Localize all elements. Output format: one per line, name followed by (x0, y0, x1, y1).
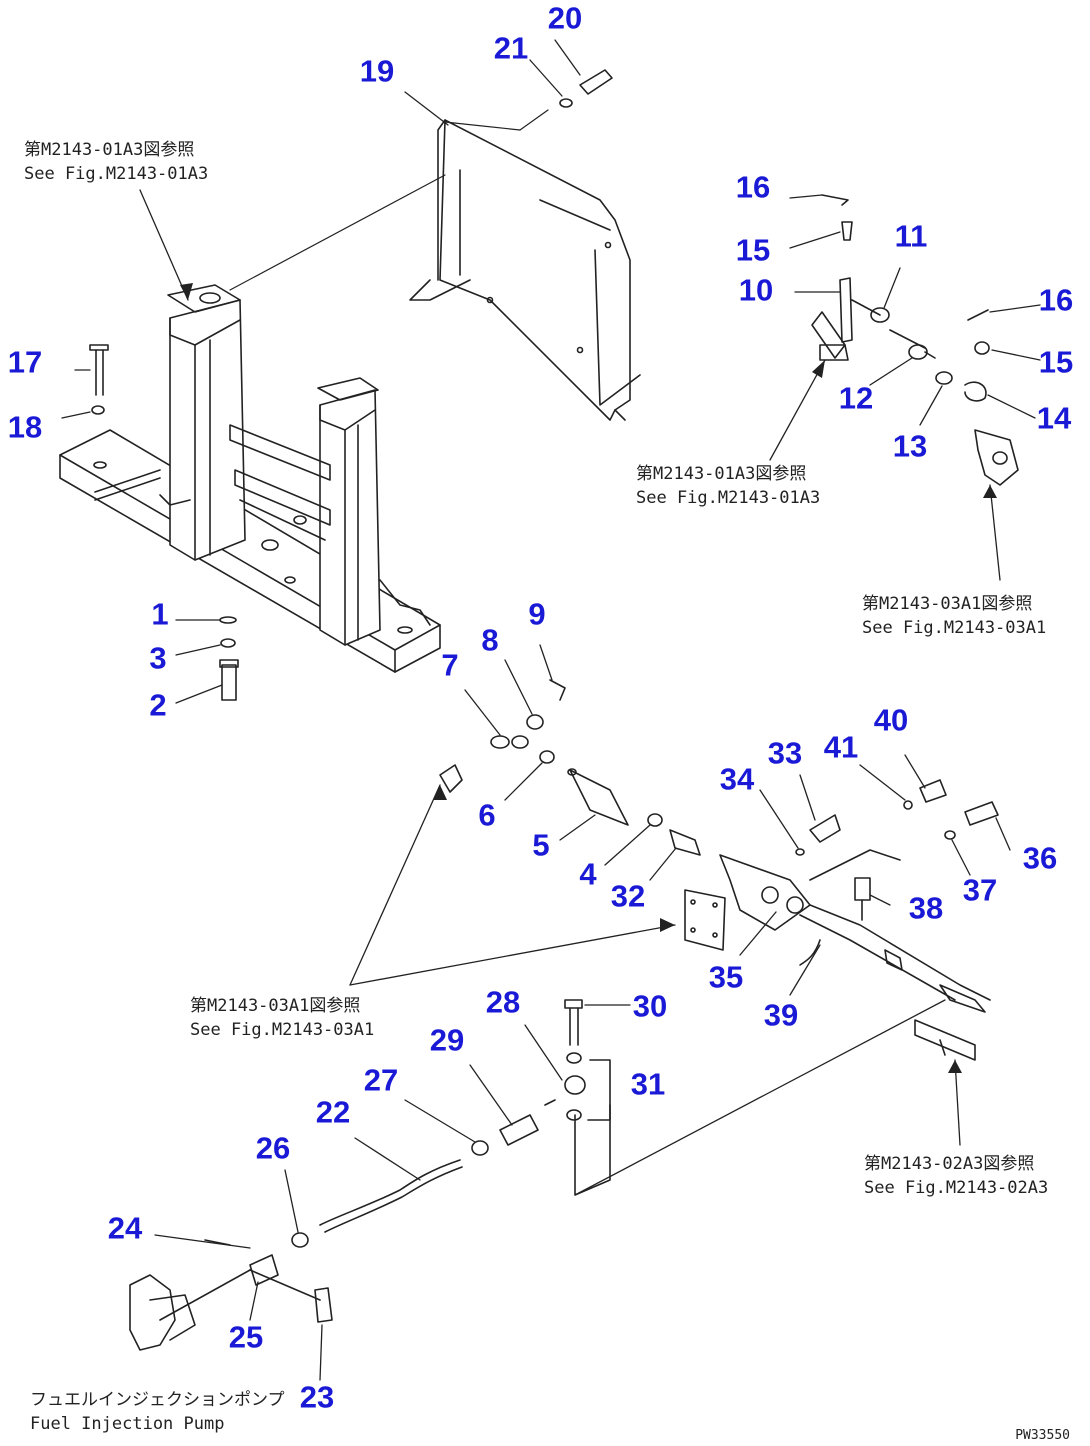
callout-33: 33 (767, 735, 803, 771)
callout-9: 9 (528, 596, 546, 632)
callout-26: 26 (255, 1130, 291, 1166)
callout-24: 24 (107, 1210, 143, 1246)
callout-4: 4 (579, 856, 597, 892)
bolt-2 (219, 616, 239, 701)
callout-6: 6 (478, 797, 496, 833)
callout-41: 41 (823, 729, 859, 765)
callout-21: 21 (493, 30, 529, 66)
callout-7: 7 (441, 647, 459, 683)
lower-rod-assembly (129, 999, 611, 1351)
callout-8: 8 (481, 622, 499, 658)
cover-plate (229, 119, 641, 421)
callout-14: 14 (1036, 400, 1072, 436)
callout-12: 12 (838, 380, 874, 416)
callout-35: 35 (708, 959, 744, 995)
callout-11: 11 (894, 218, 928, 254)
callout-19: 19 (359, 53, 395, 89)
callout-17: 17 (7, 344, 43, 380)
callout-23: 23 (299, 1379, 335, 1415)
callout-10: 10 (738, 272, 774, 308)
callout-28: 28 (485, 984, 521, 1020)
callout-13: 13 (892, 428, 928, 464)
reference-note-top-left: 第M2143-01A3図参照 See Fig.M2143-01A3 (24, 140, 209, 184)
callout-25: 25 (228, 1319, 264, 1355)
reference-note-top-right: 第M2143-01A3図参照 See Fig.M2143-01A3 (636, 464, 821, 508)
arrow-heads (180, 283, 997, 1073)
callout-30: 30 (632, 988, 668, 1024)
callout-15-lower: 15 (1038, 344, 1074, 380)
lever-linkage-upper (811, 194, 1019, 486)
callout-22: 22 (315, 1094, 351, 1130)
callout-2: 2 (149, 687, 167, 723)
callout-3: 3 (149, 640, 167, 676)
callout-16-lower: 16 (1038, 282, 1074, 318)
callout-34: 34 (719, 761, 755, 797)
reference-note-right-mid: 第M2143-03A1図参照 See Fig.M2143-03A1 (862, 594, 1047, 638)
callout-38: 38 (908, 890, 944, 926)
reference-note-bottom-right: 第M2143-02A3図参照 See Fig.M2143-02A3 (864, 1154, 1049, 1198)
support-frame (59, 284, 441, 673)
callout-32: 32 (610, 878, 646, 914)
callout-40: 40 (873, 702, 909, 738)
callout-27: 27 (363, 1062, 399, 1098)
callout-29: 29 (429, 1022, 465, 1058)
callout-5: 5 (532, 827, 550, 863)
callout-31: 31 (630, 1066, 666, 1102)
callout-16-upper: 16 (735, 169, 771, 205)
bolt-17 (89, 344, 109, 415)
leader-lines (61, 39, 1041, 1381)
bolt-20 (444, 69, 613, 131)
callout-39: 39 (763, 997, 799, 1033)
drawing-code: PW33550 (1015, 1428, 1070, 1443)
callout-18: 18 (7, 409, 43, 445)
callout-1: 1 (151, 596, 169, 632)
callout-37: 37 (962, 872, 998, 908)
callout-36: 36 (1022, 840, 1058, 876)
reference-note-center: 第M2143-03A1図参照 See Fig.M2143-03A1 (190, 996, 375, 1040)
fuel-injection-pump-label: フュエルインジェクションポンプ Fuel Injection Pump (30, 1390, 285, 1434)
callout-20: 20 (547, 0, 583, 36)
callout-15-upper: 15 (735, 232, 771, 268)
control-rod-assembly (439, 679, 999, 1061)
